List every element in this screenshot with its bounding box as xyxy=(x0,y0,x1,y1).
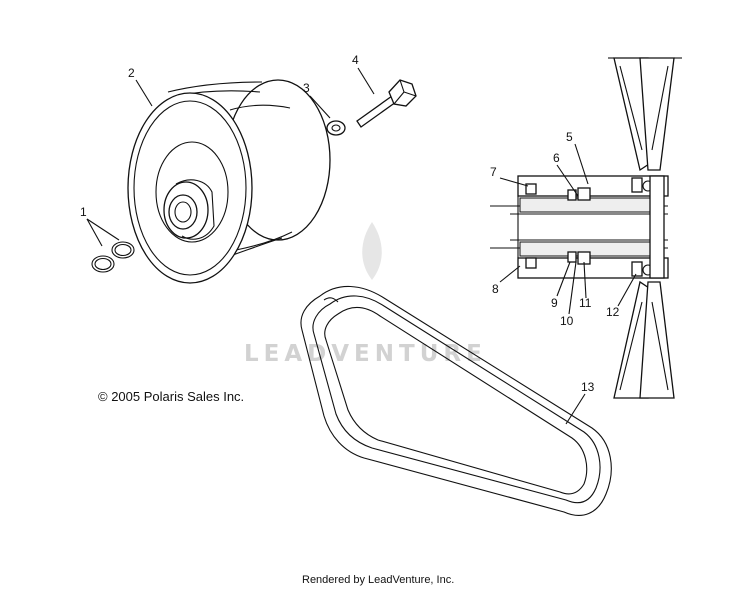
callout-6: 6 xyxy=(553,151,560,165)
washer xyxy=(326,120,346,136)
callout-5: 5 xyxy=(566,130,573,144)
callout-4: 4 xyxy=(352,53,359,67)
watermark-text: LEADVENTURE xyxy=(244,341,487,367)
copyright-notice: © 2005 Polaris Sales Inc. xyxy=(98,389,244,404)
callout-labels: 1 2 3 4 5 6 7 8 9 10 11 12 13 xyxy=(80,53,620,394)
callout-12: 12 xyxy=(606,305,620,319)
o-rings xyxy=(91,241,135,273)
driven-clutch xyxy=(127,79,331,284)
leader-lines xyxy=(86,67,637,425)
callout-2: 2 xyxy=(128,66,135,80)
callout-10: 10 xyxy=(560,314,574,328)
callout-11: 11 xyxy=(579,296,592,310)
callout-8: 8 xyxy=(492,282,499,296)
footer-credit: Rendered by LeadVenture, Inc. xyxy=(302,574,454,586)
callout-3: 3 xyxy=(303,81,310,95)
callout-7: 7 xyxy=(490,165,497,179)
callout-9: 9 xyxy=(551,296,558,310)
bolt xyxy=(356,79,417,128)
callout-1: 1 xyxy=(80,205,87,219)
drive-belt xyxy=(300,285,612,516)
callout-13: 13 xyxy=(581,380,595,394)
clutch-cross-section xyxy=(490,57,682,399)
watermark: LEADVENTURE xyxy=(244,222,487,367)
